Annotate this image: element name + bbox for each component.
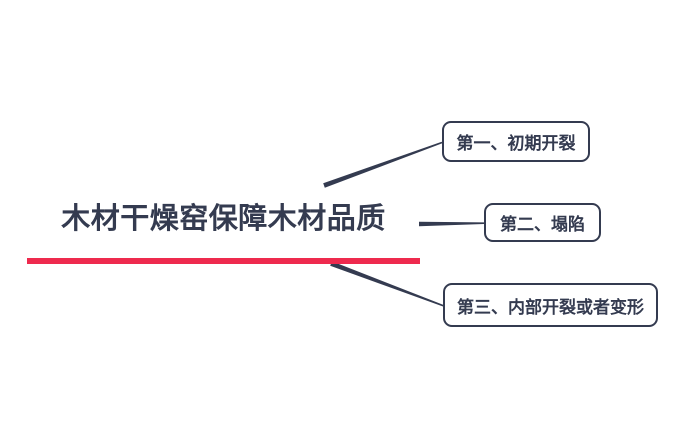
branch-node-label: 第三、内部开裂或者变形 <box>457 297 644 317</box>
branch-node-label: 第二、塌陷 <box>500 215 585 234</box>
branch-node-label: 第一、初期开裂 <box>456 134 576 153</box>
connector-branch-3 <box>330 261 445 307</box>
connector-branch-1 <box>323 141 443 188</box>
central-topic-underline <box>27 258 420 264</box>
central-topic-title[interactable]: 木材干燥窑保障木材品质 <box>61 203 386 235</box>
branch-node-initial-cracking[interactable]: 第一、初期开裂 <box>442 121 590 162</box>
branch-node-internal-cracking-deformation[interactable]: 第三、内部开裂或者变形 <box>443 283 658 327</box>
branch-node-collapse[interactable]: 第二、塌陷 <box>484 203 601 242</box>
connector-branch-2 <box>419 221 484 227</box>
